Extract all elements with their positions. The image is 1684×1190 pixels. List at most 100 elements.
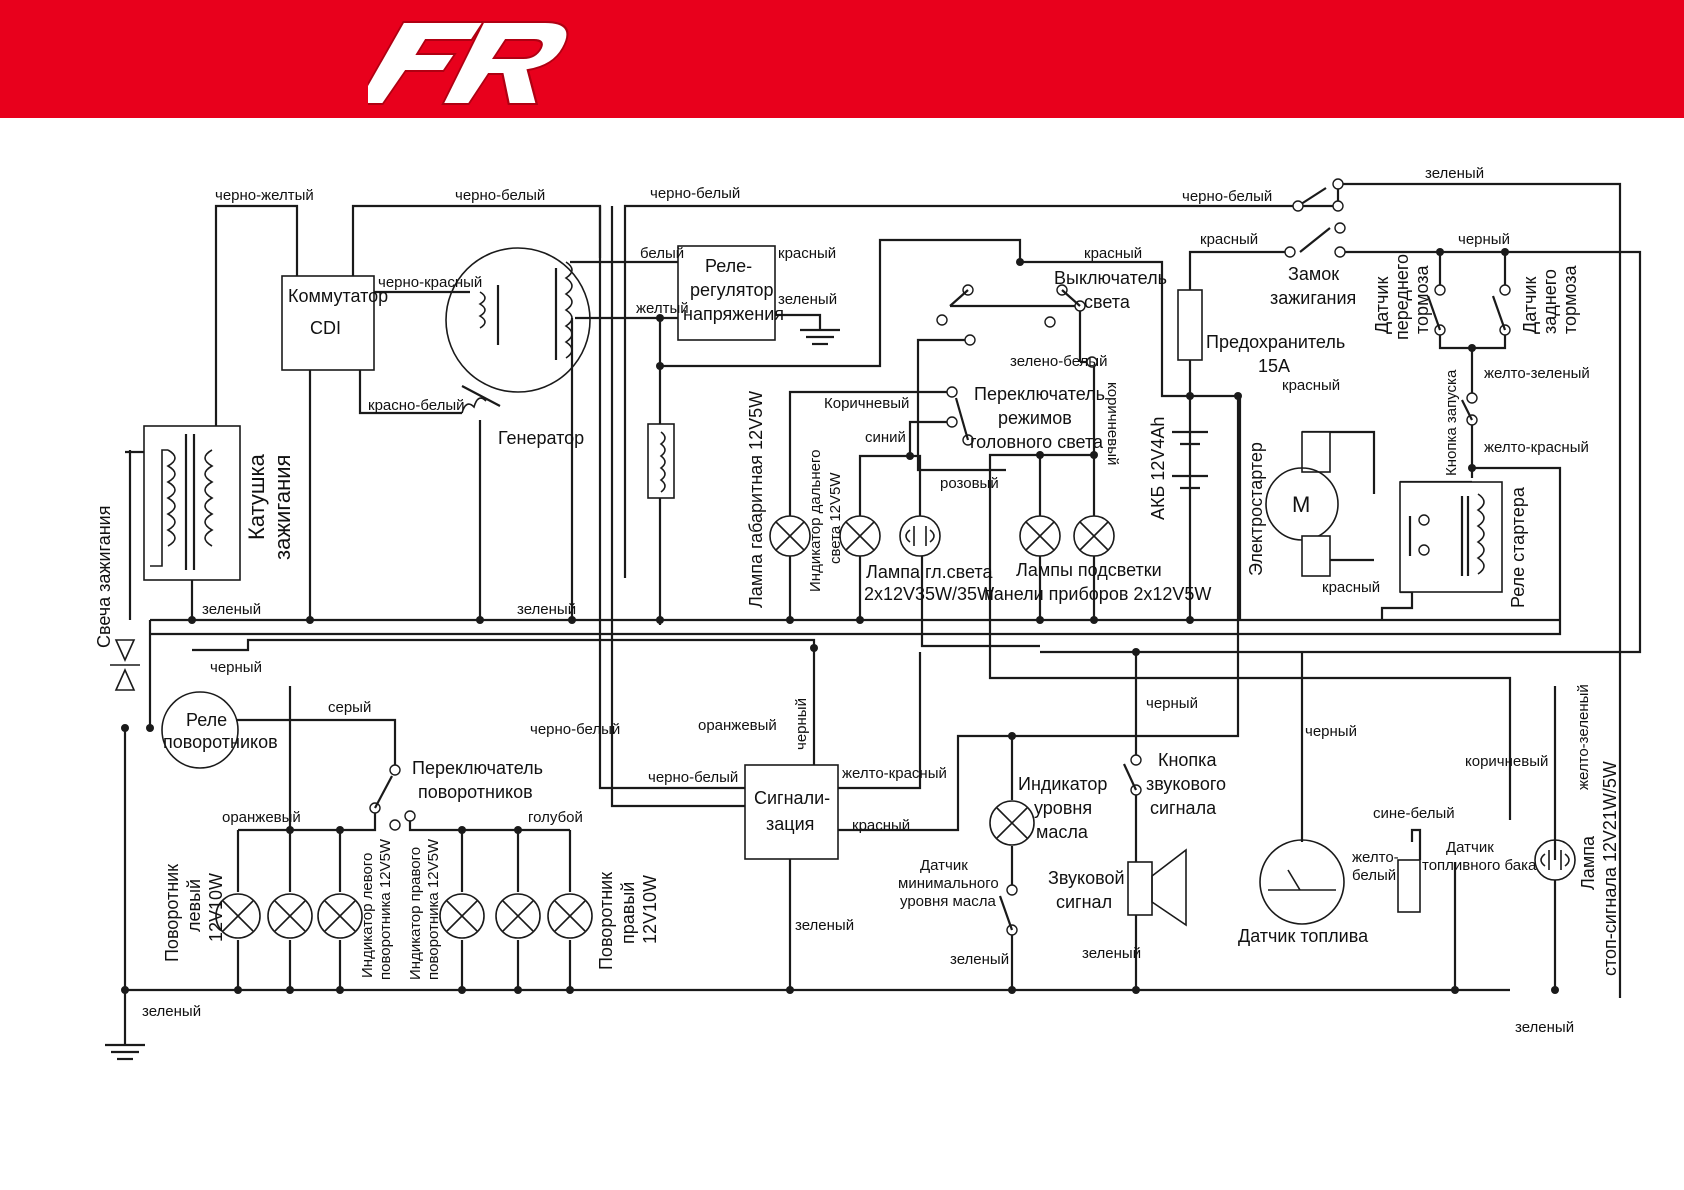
- front-brake-label-3: тормоза: [1412, 265, 1432, 335]
- label-wire: серый: [328, 699, 371, 716]
- starter-relay: [1399, 481, 1503, 593]
- label-wire: черно-белый: [650, 185, 740, 202]
- label-wire: черный: [210, 659, 262, 676]
- label-wire: белый: [640, 245, 684, 262]
- oil-sensor: [998, 884, 1018, 936]
- turn-relay: [161, 691, 239, 769]
- label-wire: зеленый: [778, 291, 837, 308]
- label-wire: зеленый: [1082, 945, 1141, 962]
- starter-relay-label: Реле стартера: [1508, 486, 1528, 608]
- right-indicator-label: Индикатор правого: [407, 847, 424, 980]
- label-wire: черный: [1458, 231, 1510, 248]
- ground-symbol-main: [105, 1043, 145, 1061]
- generator-symbol: [445, 247, 591, 414]
- label-wire: черно-белый: [455, 187, 545, 204]
- horn: [1127, 848, 1187, 927]
- fuse-label: Предохранитель: [1206, 332, 1345, 352]
- oil-indicator-label-3: масла: [1036, 822, 1089, 842]
- cdi-label-2: CDI: [310, 318, 341, 338]
- label-wire: красный: [1200, 231, 1258, 248]
- horn-button-label: Кнопка: [1158, 750, 1217, 770]
- lamps: [215, 515, 1576, 939]
- starter-motor: [1265, 431, 1339, 577]
- label-wire: черный: [1146, 695, 1198, 712]
- coil-label-2: зажигания: [270, 455, 295, 560]
- headlight-label-2: 2x12V35W/35W: [864, 584, 994, 604]
- label-wire: зеленый: [517, 601, 576, 618]
- left-turn-label-2: левый: [184, 879, 204, 932]
- high-beam-indicator-label: Индикатор дальнего: [807, 450, 824, 592]
- fuel-gauge: [1259, 839, 1345, 925]
- ground-symbol-regulator: [800, 328, 840, 346]
- header-banner: [0, 0, 1684, 118]
- horn-button: [1123, 754, 1142, 796]
- label-wire: черно-белый: [530, 721, 620, 738]
- label-wire: красно-белый: [368, 397, 465, 414]
- ignition-lock: [1284, 178, 1346, 258]
- label-wire: красный: [1282, 377, 1340, 394]
- signalization-label: Сигнали-: [754, 788, 830, 808]
- turn-switch: [369, 764, 416, 831]
- mode-switch-label: Переключатель: [974, 384, 1105, 404]
- starter-label: Электростартер: [1246, 442, 1266, 576]
- label-wire: коричневый: [1104, 382, 1121, 465]
- generator-label: Генератор: [498, 428, 584, 448]
- label-wire: желто-: [1352, 849, 1399, 866]
- signalization-box: [744, 764, 839, 860]
- label-wire: сине-белый: [1373, 805, 1455, 822]
- left-turn-label: Поворотник: [162, 864, 182, 962]
- fr-logo: [368, 21, 569, 105]
- label-wire: розовый: [940, 475, 999, 492]
- regulator-label-3: напряжения: [683, 304, 784, 324]
- battery-label: АКБ 12V4Ah: [1148, 417, 1168, 520]
- rear-brake-label-2: заднего: [1540, 269, 1560, 334]
- mode-switch-label-3: головного света: [970, 432, 1104, 452]
- fuse-label-2: 15А: [1258, 356, 1290, 376]
- label-wire: желто-красный: [842, 765, 947, 782]
- label-wire: черный: [793, 698, 810, 750]
- start-button: [1461, 392, 1478, 426]
- label-wire: красный: [1084, 245, 1142, 262]
- brake-switches: [1426, 284, 1511, 336]
- label-wire: зелено-белый: [1010, 353, 1107, 370]
- label-wire: оранжевый: [222, 809, 301, 826]
- label-wire: Коричневый: [824, 395, 909, 412]
- oil-sensor-label: Датчик: [920, 857, 968, 874]
- right-turn-label: Поворотник: [596, 872, 616, 970]
- lock-label: Замок: [1288, 264, 1339, 284]
- regulator-label: Реле-: [705, 256, 752, 276]
- light-switch-label-2: света: [1084, 292, 1131, 312]
- oil-indicator-label-2: уровня: [1034, 798, 1092, 818]
- label-wire: синий: [865, 429, 906, 446]
- label-wire: черно-белый: [1182, 188, 1272, 205]
- label-wire: зеленый: [795, 917, 854, 934]
- label-wire: желто-зеленый: [1484, 365, 1590, 382]
- left-indicator-label-2: поворотника 12V5W: [377, 838, 394, 980]
- lock-label-2: зажигания: [1270, 288, 1356, 308]
- label-wire: зеленый: [950, 951, 1009, 968]
- fuel-gauge-label: Датчик топлива: [1238, 926, 1369, 946]
- label-wire: зеленый: [1425, 165, 1484, 182]
- oil-indicator-label: Индикатор: [1018, 774, 1107, 794]
- spark-plug: [110, 639, 140, 691]
- horn-button-label-2: звукового: [1146, 774, 1226, 794]
- label-wire: красный: [852, 817, 910, 834]
- right-indicator-label-2: поворотника 12V5W: [425, 838, 442, 980]
- turn-relay-label: Реле: [186, 710, 227, 730]
- turn-switch-label-2: поворотников: [418, 782, 533, 802]
- label-wire: красный: [778, 245, 836, 262]
- turn-relay-label-2: поворотников: [163, 732, 278, 752]
- fuel-tank-sensor-label-2: топливного бака: [1422, 857, 1537, 874]
- spark-plug-label: Свеча зажигания: [94, 506, 114, 648]
- label-wire: оранжевый: [698, 717, 777, 734]
- left-indicator-label: Индикатор левого: [359, 853, 376, 978]
- ignition-coil: [143, 425, 241, 581]
- fuse: [1177, 289, 1203, 361]
- stop-lamp-label-2: стоп-сигнала 12V21W/5W: [1600, 761, 1620, 976]
- dash-lamps-label: Лампы подсветки: [1016, 560, 1162, 580]
- headlight-label: Лампа гл.света: [866, 562, 993, 582]
- regulator-box: [677, 245, 776, 341]
- horn-button-label-3: сигнала: [1150, 798, 1217, 818]
- left-turn-label-3: 12V10W: [206, 873, 226, 942]
- horn-label: Звуковой: [1048, 868, 1125, 888]
